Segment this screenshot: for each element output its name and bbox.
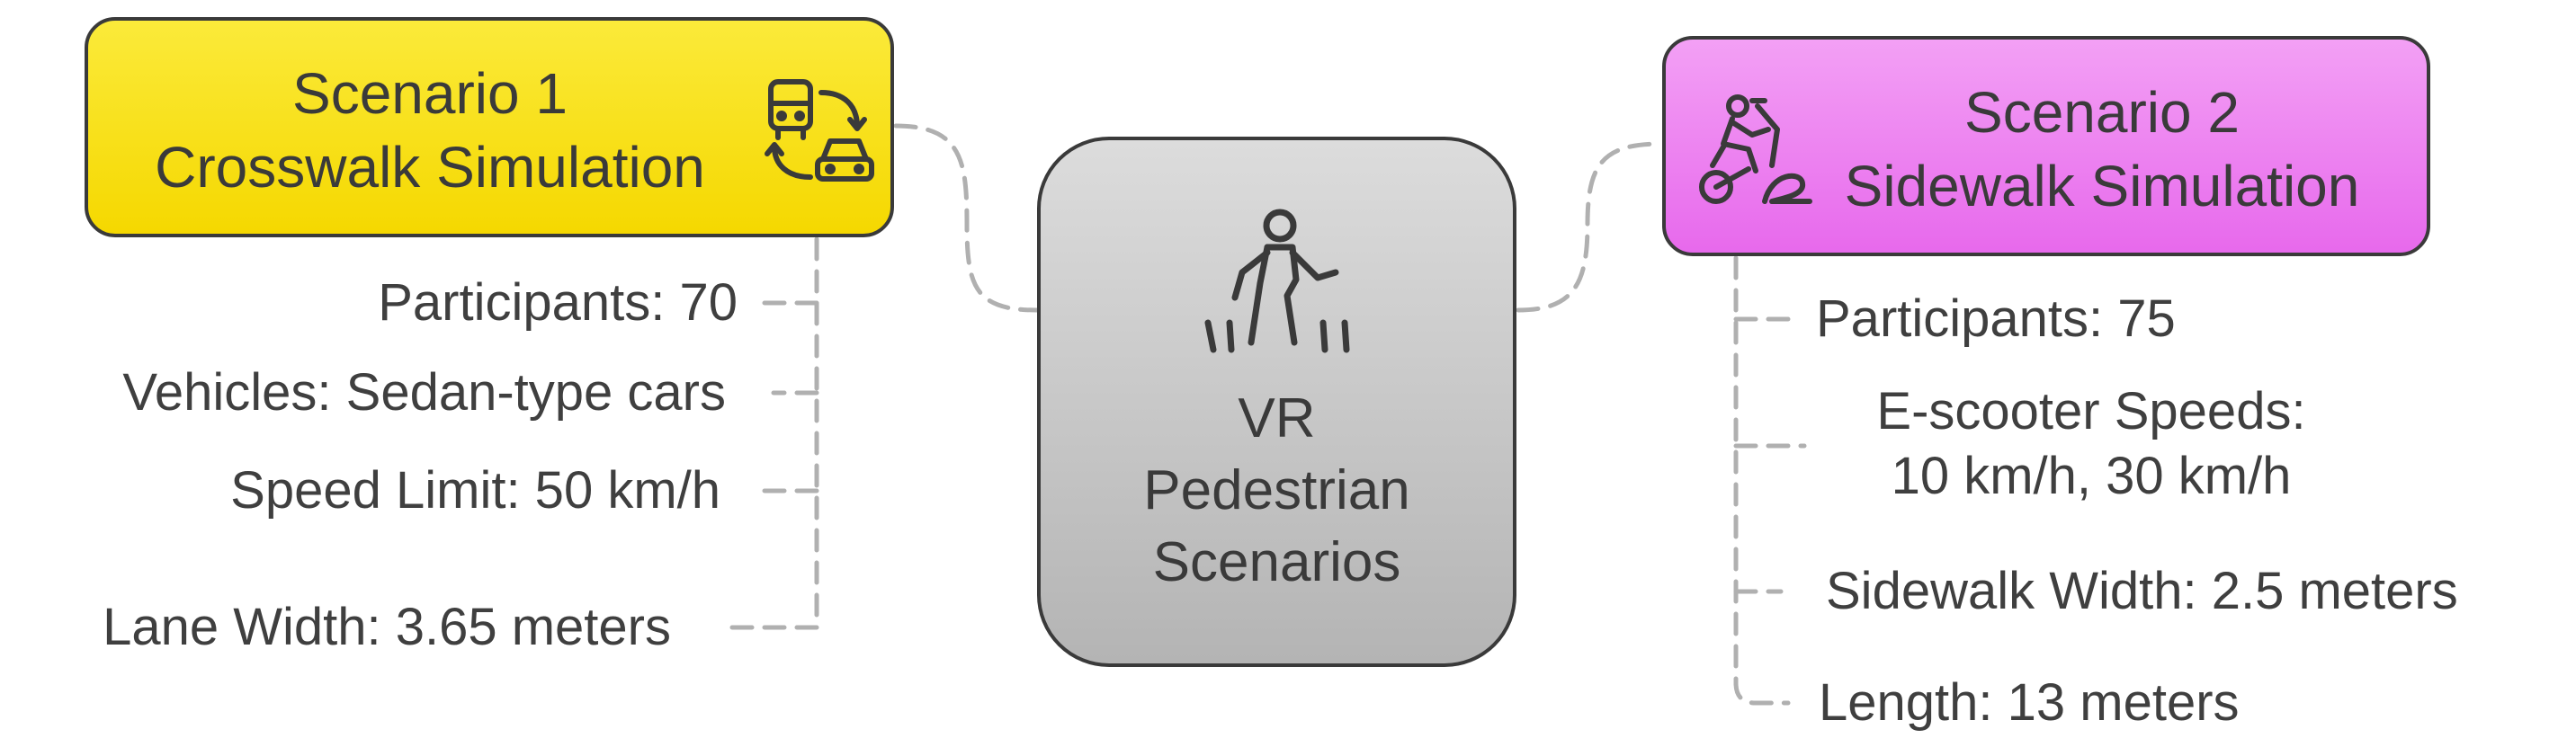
scenario-1-box[interactable]: Scenario 1 Crosswalk Simulation xyxy=(85,17,894,237)
vehicle-crossing-icon xyxy=(765,79,874,182)
s1-item-lane-width: Lane Width: 3.65 meters xyxy=(103,598,671,656)
connector-center-to-s2 xyxy=(1516,141,1663,313)
center-title: VR Pedestrian Scenarios xyxy=(1143,387,1410,593)
s2-item-participants: Participants: 75 xyxy=(1816,289,2176,348)
s2-items-trunk xyxy=(1733,255,1791,706)
scenario-2-box[interactable]: Scenario 2 Sidewalk Simulation xyxy=(1662,36,2430,256)
s2-item-escooter-speeds: E-scooter Speeds: 10 km/h, 30 km/h xyxy=(1876,382,2306,505)
s1-item-participants: Participants: 70 xyxy=(378,273,738,332)
scooter-rider-icon xyxy=(1699,94,1812,204)
s1-item-vehicles: Vehicles: Sedan-type cars xyxy=(122,363,726,422)
s2-item-length: Length: 13 meters xyxy=(1819,673,2240,732)
connector-s1-to-center xyxy=(893,123,1040,313)
scenario-1-title: Scenario 1 Crosswalk Simulation xyxy=(155,61,705,200)
scenario-2-title: Scenario 2 Sidewalk Simulation xyxy=(1844,80,2360,218)
walking-pedestrian-icon xyxy=(1204,209,1350,353)
center-box[interactable]: VR Pedestrian Scenarios xyxy=(1037,137,1516,667)
s1-item-speed-limit: Speed Limit: 50 km/h xyxy=(230,461,720,520)
s2-item-sidewalk-width: Sidewalk Width: 2.5 meters xyxy=(1826,562,2458,620)
